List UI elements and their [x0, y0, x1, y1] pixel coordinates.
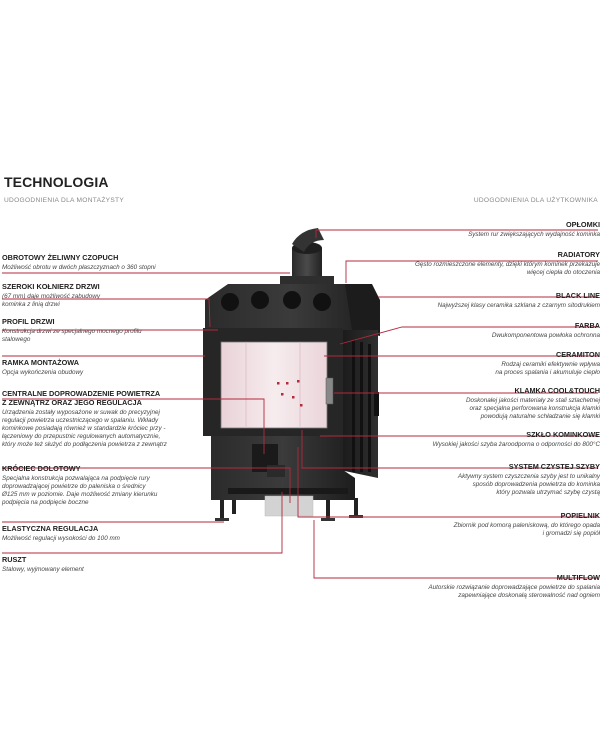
door-frame: [203, 328, 343, 436]
left-leader-lines: [2, 272, 291, 554]
installer-subheading: UDOGODNIENIA DLA MONTAŻYSTY: [4, 197, 125, 204]
feature-heading: FARBA: [574, 321, 600, 330]
feature-heading: KLAMKA COOL&TOUCH: [514, 386, 600, 395]
feature-ceramiton: CERAMITON Rodzaj ceramiki efektywnie wpł…: [395, 350, 600, 377]
feature-description: Specjalna konstrukcja pozwalająca na pod…: [2, 475, 158, 506]
right-leader-lines: [297, 229, 598, 579]
feature-description: Aktywny system czyszczenia szyby jest to…: [457, 473, 600, 496]
feature-fireplace-glass: SZKŁO KOMINKOWE Wysokiej jakości szyba ż…: [380, 430, 600, 449]
page-title: TECHNOLOGIA: [4, 174, 109, 190]
feature-central-air-supply: CENTRALNE DOPROWADZENIE POWIETRZA Z ZEWN…: [2, 389, 217, 449]
feature-heading: PROFIL DRZWI: [2, 317, 55, 326]
feature-description: Wysokiej jakości szyba żaroodporna o odp…: [432, 441, 600, 448]
feature-paint: FARBA Dwukomponentowa powłoka ochronna: [395, 321, 600, 340]
feature-description: Autorskie rozwiązanie doprowadzające pow…: [428, 584, 600, 599]
feature-description: Gęsto rozmieszczone elementy, dzięki któ…: [414, 261, 600, 276]
feature-mounting-frame: RAMKA MONTAŻOWA Opcja wykończenia obudow…: [2, 358, 207, 377]
feature-multiflow: MULTIFLOW Autorskie rozwiązanie doprowad…: [380, 573, 600, 600]
feature-black-line: BLACK LINE Najwyższej klasy ceramika szk…: [380, 291, 600, 310]
feature-heading: CENTRALNE DOPROWADZENIE POWIETRZA Z ZEWN…: [2, 389, 161, 407]
feature-description: Możliwość obrotu w dwóch płaszczyznach o…: [2, 264, 156, 271]
feature-heading: OBROTOWY ŻELIWNY CZOPUCH: [2, 253, 119, 262]
feature-heading: MULTIFLOW: [556, 573, 600, 582]
cast-iron-flue-pipe: [280, 228, 334, 284]
feature-heading: POPIELNIK: [560, 511, 600, 520]
user-subheading: UDOGODNIENIA DLA UŻYTKOWNIKA: [473, 197, 598, 204]
feature-description: Konstrukcja drzwi ze specjalnego mocnego…: [2, 328, 142, 343]
feature-grate: RUSZT Stalowy, wyjmowany element: [2, 555, 207, 574]
feature-description: Opcja wykończenia obudowy: [2, 369, 84, 376]
feature-heading: RADIATORY: [557, 250, 600, 259]
feature-ash-pan: POPIELNIK Zbiornik pod komorą paleniskow…: [395, 511, 600, 538]
feature-flexible-adjustment: ELASTYCZNA REGULACJA Możliwość regulacji…: [2, 524, 207, 543]
fireplace-hood: [205, 284, 380, 336]
feature-radiators: RADIATORY Gęsto rozmieszczone elementy, …: [380, 250, 600, 277]
feature-description: Urządzenia zostały wyposażone w suwak do…: [2, 409, 167, 448]
feature-wide-door-flange: SZEROKI KOŁNIERZ DRZWI (67 mm) daje możl…: [2, 282, 207, 309]
feature-heading: SZKŁO KOMINKOWE: [526, 430, 600, 439]
feature-heading: RUSZT: [2, 555, 27, 564]
feature-door-profile: PROFIL DRZWI Konstrukcja drzwi ze specja…: [2, 317, 207, 344]
feature-clean-glass-system: SYSTEM CZYSTEJ SZYBY Aktywny system czys…: [395, 462, 600, 497]
feature-heading: ELASTYCZNA REGULACJA: [2, 524, 99, 533]
feature-heading: RAMKA MONTAŻOWA: [2, 358, 80, 367]
feature-description: System rur zwiększających wydajność komi…: [468, 231, 600, 238]
feature-description: Najwyższej klasy ceramika szklana z czar…: [437, 302, 600, 309]
feature-description: (67 mm) daje możliwość zabudowy kominka …: [2, 293, 100, 308]
adjustable-legs: [215, 498, 363, 521]
feature-description: Doskonałej jakości materiały ze stali sz…: [465, 397, 600, 420]
feature-description: Rodzaj ceramiki efektywnie wpływa na pro…: [495, 361, 600, 376]
feature-description: Stalowy, wyjmowany element: [2, 566, 84, 573]
feature-heading: SZEROKI KOŁNIERZ DRZWI: [2, 282, 100, 291]
feature-heading: OPŁOMKI: [565, 220, 600, 229]
feature-rotating-flue: OBROTOWY ŻELIWNY CZOPUCH Możliwość obrot…: [2, 253, 207, 272]
feature-baffles: OPŁOMKI System rur zwiększających wydajn…: [395, 220, 600, 239]
feature-heading: KRÓCIEC DOLOTOWY: [2, 464, 81, 473]
feature-description: Możliwość regulacji wysokości do 100 mm: [2, 535, 120, 542]
feature-heading: BLACK LINE: [555, 291, 600, 300]
feature-description: Dwukomponentowa powłoka ochronna: [491, 332, 600, 339]
feature-cool-touch-handle: KLAMKA COOL&TOUCH Doskonałej jakości mat…: [395, 386, 600, 421]
air-intake-duct: [264, 495, 314, 517]
feature-intake-spigot: KRÓCIEC DOLOTOWY Specjalna konstrukcja p…: [2, 464, 207, 507]
feature-heading: CERAMITON: [555, 350, 600, 359]
side-radiators: [340, 330, 379, 478]
feature-description: Zbiornik pod komorą paleniskową, do któr…: [453, 522, 600, 537]
feature-heading: SYSTEM CZYSTEJ SZYBY: [508, 462, 600, 471]
